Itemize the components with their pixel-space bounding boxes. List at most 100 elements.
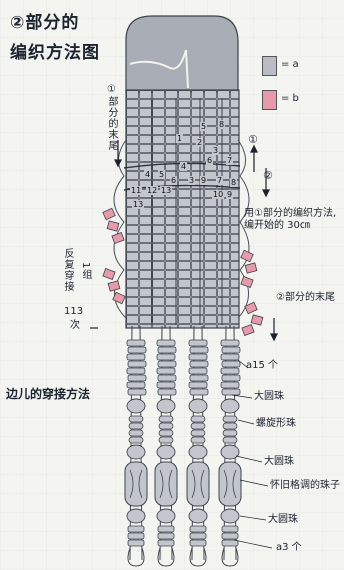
big-round-bead <box>220 398 240 414</box>
bead-grid-body <box>125 89 240 329</box>
bead-a <box>156 367 176 375</box>
a15-label: a15 个 <box>246 360 279 371</box>
circle-two-label: ② <box>263 169 273 182</box>
bead-a <box>127 346 147 354</box>
bead-a <box>157 532 175 540</box>
repeat-group-label: 1组 <box>80 262 91 281</box>
spiral-bead <box>128 429 144 437</box>
bead-a <box>189 539 207 547</box>
side-bead-b <box>112 291 126 305</box>
leader-spiral <box>237 419 255 425</box>
bead-a <box>156 353 176 361</box>
step-number: 6 <box>206 156 214 165</box>
bead-a <box>220 381 240 389</box>
step-number: 4 <box>180 162 188 171</box>
bead-strand <box>218 325 242 567</box>
bead-strand <box>154 325 178 567</box>
bead-a <box>189 374 209 382</box>
spiral-bead <box>190 429 206 437</box>
bead-a <box>126 381 146 389</box>
antique-bead <box>154 461 178 507</box>
bead-strand <box>124 325 148 567</box>
tail-right-label: ②部分的末尾 <box>276 292 335 303</box>
bead-a <box>127 539 145 547</box>
instruction-label: 用①部分的编织方法,编开始的 30㎝ <box>244 208 337 231</box>
bead-a <box>157 346 177 354</box>
repeat-count-label: 113 <box>64 306 84 317</box>
step-number: 7 <box>216 176 224 185</box>
big-round-bead <box>188 398 208 414</box>
step-number: 12 <box>146 186 159 195</box>
bead-a <box>126 353 146 361</box>
edge-method-label: 边儿的穿接方法 <box>6 387 91 401</box>
tail-left-label: ①部分的末尾 <box>106 84 117 151</box>
spiral-bead <box>128 436 144 444</box>
big-round-bead <box>188 444 208 460</box>
step-number: 9 <box>226 190 234 199</box>
bead-a <box>188 353 208 361</box>
side-bead-b <box>240 249 254 263</box>
antique-bead <box>186 461 210 507</box>
leader-big1 <box>231 394 253 399</box>
side-bead-b <box>250 314 264 326</box>
bead-a <box>127 360 147 368</box>
legend-label-a: = a <box>281 59 299 70</box>
bead-a <box>220 367 240 375</box>
big-round-bead <box>220 444 240 460</box>
bead-a <box>156 381 176 389</box>
big-round-bead <box>126 398 146 414</box>
repeat-text-label: 反复穿接 <box>62 248 73 292</box>
leader-big2 <box>235 455 263 463</box>
bead-a <box>126 339 146 347</box>
legend-label-b: = b <box>281 93 299 104</box>
step-number: 9 <box>200 176 208 185</box>
side-bead-b <box>241 324 255 336</box>
step-number: 13 <box>132 200 145 209</box>
spiral-bead <box>190 415 206 423</box>
bead-a <box>127 374 147 382</box>
bead-a <box>221 346 241 354</box>
big-round-bead <box>156 508 176 524</box>
leader-a3 <box>233 539 273 549</box>
side-bead-b <box>240 276 254 288</box>
bead-big-3-label: 大圆珠 <box>268 514 298 525</box>
loop-inner-fold <box>129 49 189 89</box>
bead-a <box>126 367 146 375</box>
page-title-line-2: 编织方法图 <box>10 43 100 63</box>
leader-antique <box>239 479 269 487</box>
bead-a <box>157 525 175 533</box>
step-number: 2 <box>196 138 204 147</box>
step-number: 13 <box>160 186 173 195</box>
bead-a <box>127 388 147 396</box>
step-number: 5 <box>200 122 208 131</box>
side-bead-b <box>244 301 258 315</box>
spiral-bead <box>222 422 238 430</box>
spiral-bead <box>158 436 174 444</box>
bead-a <box>221 360 241 368</box>
step-number: 1 <box>176 134 184 143</box>
bead-a <box>188 381 208 389</box>
bead-a <box>221 388 241 396</box>
spiral-bead <box>158 422 174 430</box>
step-number: 11 <box>130 186 143 195</box>
step-number: 8 <box>218 120 226 129</box>
legend-swatch-b <box>262 90 277 110</box>
bead-a <box>157 539 175 547</box>
bead-big-1-label: 大圆珠 <box>254 391 284 402</box>
side-bead-b <box>102 207 116 221</box>
step-number: 3 <box>212 146 220 155</box>
spiral-bead <box>190 436 206 444</box>
bead-spiral-label: 螺旋形珠 <box>256 418 296 429</box>
bead-a <box>189 388 209 396</box>
big-round-bead <box>126 444 146 460</box>
legend-swatch-a <box>262 56 277 76</box>
side-bead-b <box>107 280 121 292</box>
bead-a <box>221 374 241 382</box>
big-round-bead <box>126 508 146 524</box>
bead-a <box>127 525 145 533</box>
spiral-bead <box>158 429 174 437</box>
side-bead-b <box>102 268 116 280</box>
antique-bead <box>124 461 148 507</box>
bead-antique-label: 怀旧格调的珠子 <box>270 480 340 491</box>
bead-a <box>221 532 239 540</box>
